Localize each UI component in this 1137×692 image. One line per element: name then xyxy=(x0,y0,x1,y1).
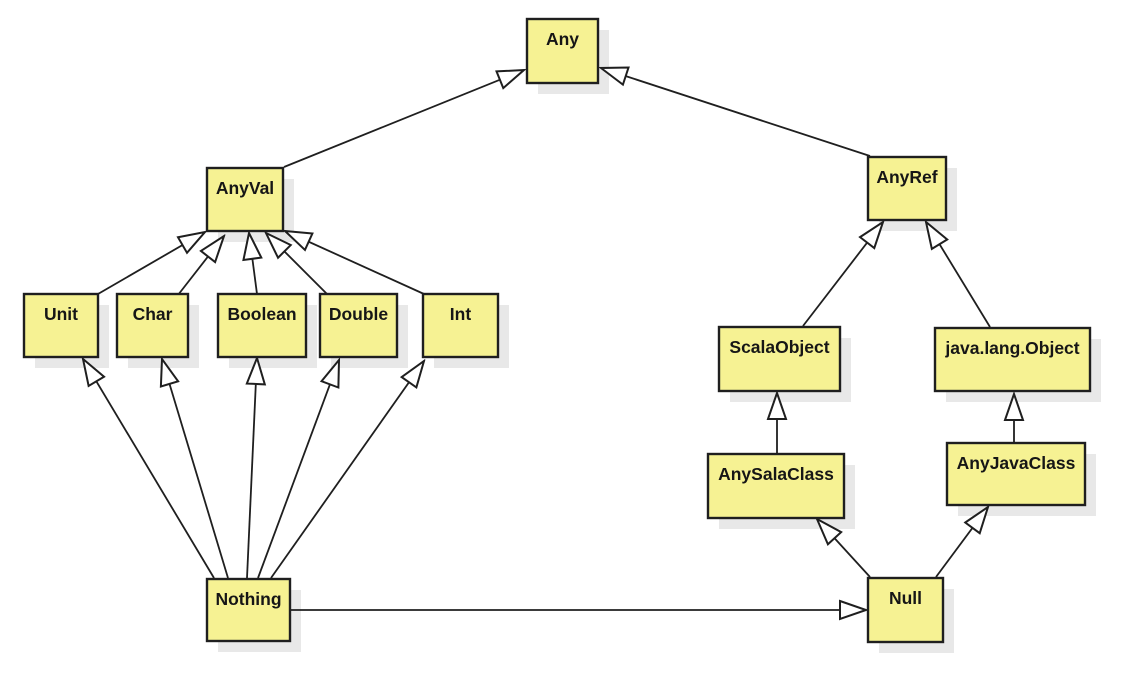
node-box xyxy=(421,292,500,359)
node-box xyxy=(318,292,399,359)
node-box xyxy=(866,576,945,644)
node-label: AnySalaClass xyxy=(718,464,834,484)
node-char: Char xyxy=(115,292,190,359)
edge-char-to-anyval xyxy=(177,236,224,296)
edge-nothing-to-boolean xyxy=(247,358,257,579)
node-label: AnyRef xyxy=(876,167,937,187)
edge-null-to-anysalaclass xyxy=(817,519,871,578)
node-box xyxy=(22,292,100,359)
edge-anyval-to-any xyxy=(283,70,524,168)
node-label: Null xyxy=(889,588,922,608)
edge-double-to-anyval xyxy=(266,233,328,295)
node-double: Double xyxy=(318,292,399,359)
node-box xyxy=(945,441,1087,507)
node-anyjavaclass: AnyJavaClass xyxy=(945,441,1087,507)
node-unit: Unit xyxy=(22,292,100,359)
node-box xyxy=(205,577,292,643)
edge-unit-to-anyval xyxy=(97,232,205,295)
node-box xyxy=(717,325,842,393)
node-box xyxy=(205,166,285,233)
edge-int-to-anyval xyxy=(285,231,425,295)
node-null: Null xyxy=(866,576,945,644)
node-box xyxy=(216,292,308,359)
edge-anyref-to-any xyxy=(601,68,871,157)
node-box xyxy=(706,452,846,520)
edge-nothing-to-unit xyxy=(83,359,215,579)
edge-nothing-to-int xyxy=(270,361,424,579)
node-label: Any xyxy=(546,29,579,49)
node-boolean: Boolean xyxy=(216,292,308,359)
node-any: Any xyxy=(525,17,600,85)
edge-nothing-to-double xyxy=(257,360,339,579)
edge-javalangobject-to-anyref xyxy=(926,222,991,328)
node-anyval: AnyVal xyxy=(205,166,285,233)
node-anyref: AnyRef xyxy=(866,155,948,222)
node-label: AnyJavaClass xyxy=(957,453,1076,473)
node-box xyxy=(933,326,1092,393)
node-box xyxy=(115,292,190,359)
node-javalangobject: java.lang.Object xyxy=(933,326,1092,393)
node-anysalaclass: AnySalaClass xyxy=(706,452,846,520)
edges-layer xyxy=(83,68,1014,610)
node-box xyxy=(525,17,600,85)
node-label: Int xyxy=(450,304,472,324)
node-label: Nothing xyxy=(215,589,281,609)
node-box xyxy=(866,155,948,222)
node-label: AnyVal xyxy=(216,178,274,198)
node-label: ScalaObject xyxy=(729,337,829,357)
edge-null-to-anyjavaclass xyxy=(935,507,988,578)
edge-scalaobject-to-anyref xyxy=(802,222,883,327)
edge-nothing-to-char xyxy=(162,359,229,579)
node-scalaobject: ScalaObject xyxy=(717,325,842,393)
node-nothing: Nothing xyxy=(205,577,292,643)
node-int: Int xyxy=(421,292,500,359)
node-label: Double xyxy=(329,304,389,324)
node-label: java.lang.Object xyxy=(944,338,1079,358)
node-label: Unit xyxy=(44,304,78,324)
edge-boolean-to-anyval xyxy=(249,233,257,295)
node-label: Char xyxy=(133,304,173,324)
node-label: Boolean xyxy=(227,304,296,324)
